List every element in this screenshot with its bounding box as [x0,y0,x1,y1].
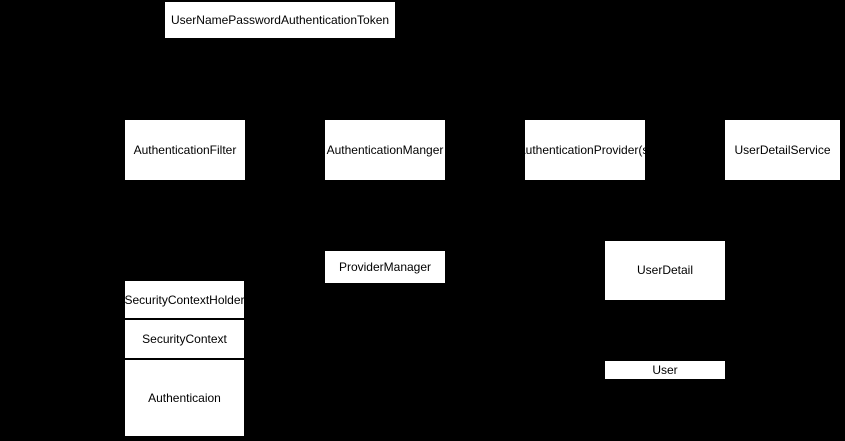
node-authentication-filter: AuthenticationFilter [125,120,245,180]
node-user: User [605,361,725,379]
node-label: ProviderManager [338,259,432,274]
node-label: UserDetail [636,263,693,278]
node-authenticaion: Authenticaion [125,360,244,436]
node-label: SecurityContextHolder [125,292,244,307]
node-label: UserNamePasswordAuthenticationToken [170,12,390,27]
node-label: User [652,362,678,377]
node-security-context-holder: SecurityContextHolder [125,281,244,318]
node-authentication-manger: AuthenticationManger [325,120,445,180]
node-label: AuthenticationFilter [133,142,237,157]
node-user-detail-service: UserDetailService [725,120,840,180]
node-security-context-stack: SecurityContextHolder SecurityContext Au… [125,281,244,436]
node-label: UserDetailService [734,142,831,157]
node-authentication-provider: AuthenticationProvider(s) [525,120,645,180]
node-label: AuthenticationManger [326,142,444,157]
node-provider-manager: ProviderManager [325,251,445,283]
node-label: AuthenticationProvider(s) [525,142,645,157]
node-security-context: SecurityContext [125,320,244,358]
node-label: SecurityContext [142,332,227,346]
node-label: Authenticaion [148,391,221,405]
node-user-detail: UserDetail [605,241,725,300]
node-username-password-authentication-token: UserNamePasswordAuthenticationToken [165,2,395,38]
